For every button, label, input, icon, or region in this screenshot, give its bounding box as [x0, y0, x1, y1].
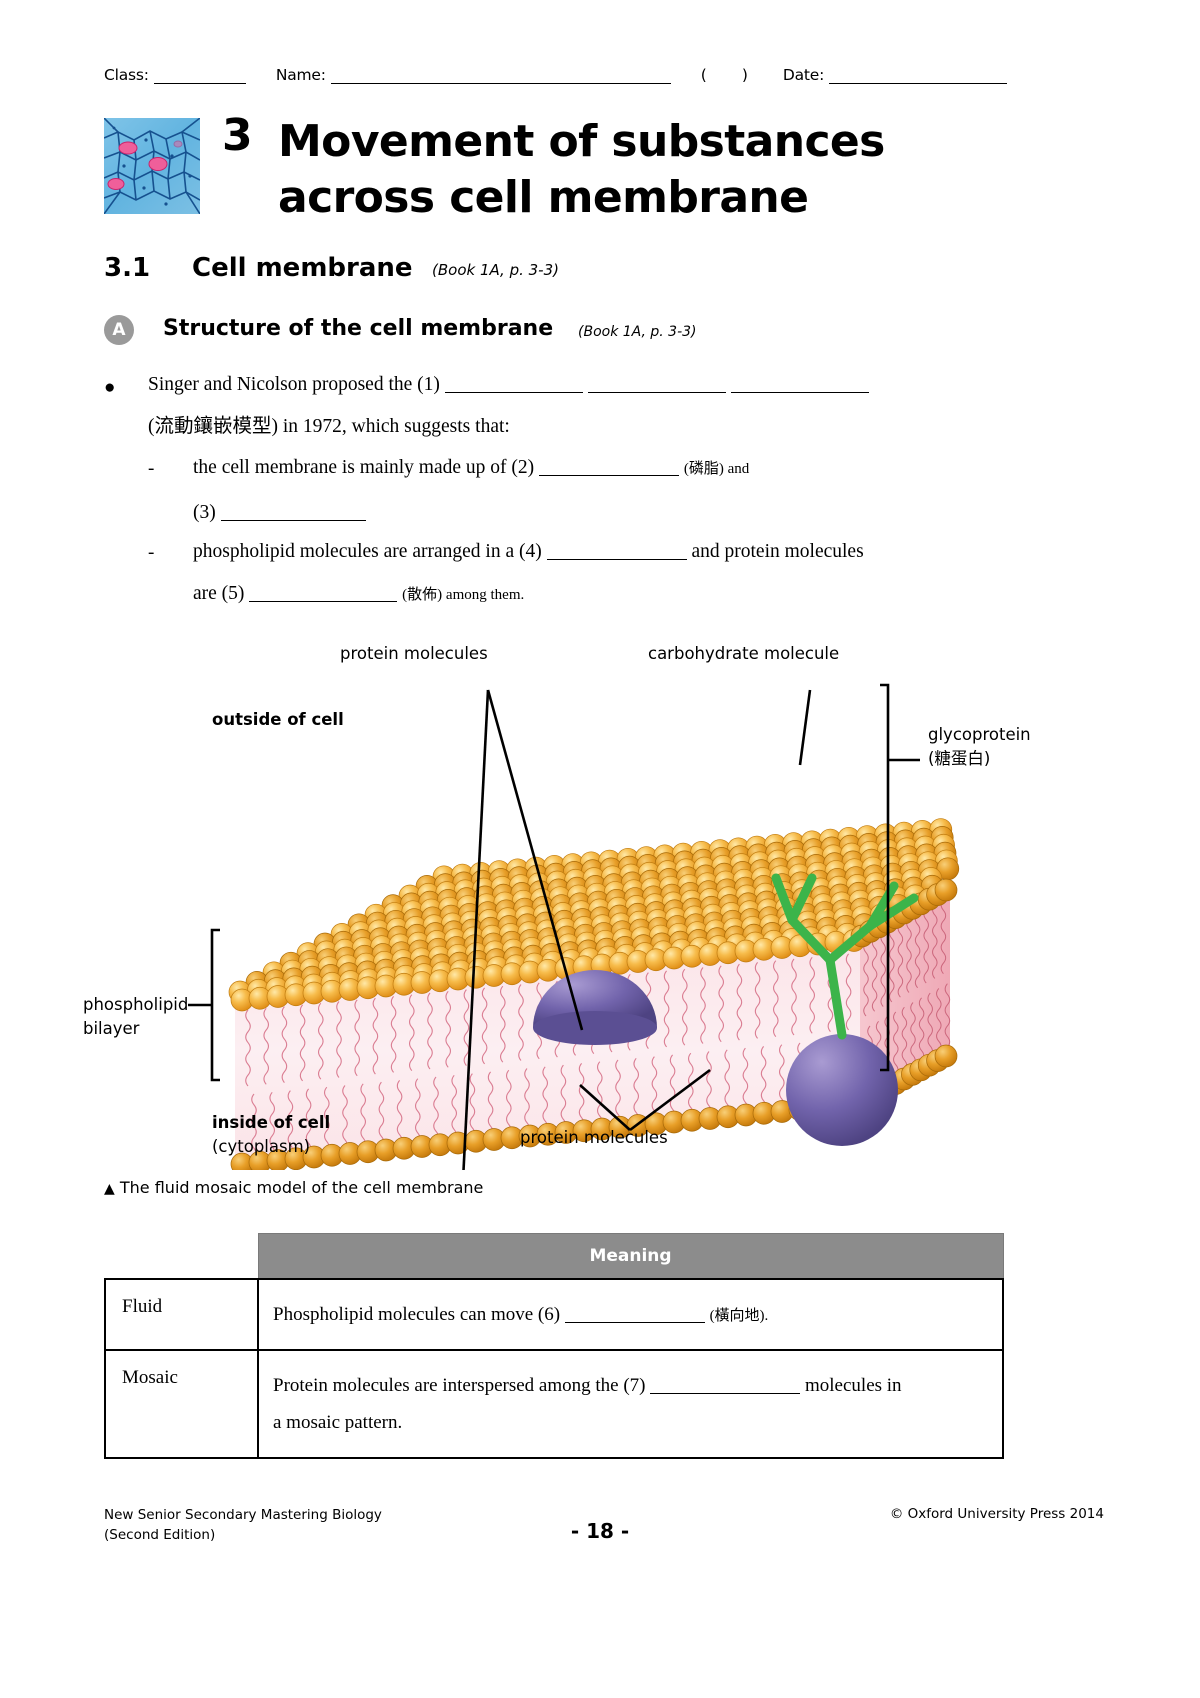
- table-value-fluid-cn: (橫向地).: [709, 1308, 769, 1324]
- statement-line-1-text: Singer and Nicolson proposed the (1): [148, 374, 440, 395]
- name-input-line[interactable]: [330, 70, 671, 84]
- figure-label-bilayer-line2: bilayer: [83, 1019, 140, 1038]
- class-number-paren-close: ): [741, 66, 748, 84]
- statement-line-3-cn: (磷脂) and: [683, 461, 750, 477]
- answer-blank-4[interactable]: [546, 544, 687, 560]
- footer-left: New Senior Secondary Mastering Biology (…: [104, 1506, 382, 1545]
- answer-blank-1a[interactable]: [444, 377, 583, 393]
- part-reference: (Book 1A, p. 3-3): [578, 324, 697, 340]
- sub-bullet-marker-2: -: [148, 542, 155, 563]
- table-header-row: Meaning: [105, 1233, 1004, 1280]
- date-label: Date:: [782, 66, 825, 84]
- answer-blank-2[interactable]: [539, 460, 680, 476]
- name-label: Name:: [275, 66, 326, 84]
- sub-bullet-marker-1: -: [148, 458, 155, 479]
- figure-label-outside: outside of cell: [212, 710, 344, 729]
- caption-triangle-icon: ▲: [104, 1181, 115, 1197]
- statement-line-4: (3): [193, 503, 366, 523]
- leader-lines: [188, 683, 920, 1201]
- footer-page-number: - 18 -: [570, 1519, 630, 1543]
- table-value-mosaic: Protein molecules are interspersed among…: [257, 1349, 1004, 1460]
- statement-line-3-text: the cell membrane is mainly made up of (…: [193, 457, 535, 478]
- table-row: Mosaic Protein molecules are intersperse…: [104, 1349, 1004, 1460]
- figure-label-glycoprotein-cn: (糖蛋白): [928, 749, 991, 768]
- class-number-paren-open: (: [700, 66, 707, 84]
- class-label: Class:: [104, 66, 149, 84]
- footer-left-line1: New Senior Secondary Mastering Biology: [104, 1507, 382, 1523]
- table-row: Fluid Phospholipid molecules can move (6…: [104, 1277, 1004, 1352]
- answer-blank-3[interactable]: [220, 505, 366, 521]
- chapter-title: Movement of substances across cell membr…: [278, 116, 885, 224]
- answer-blank-7[interactable]: [650, 1378, 801, 1395]
- statement-line-1: Singer and Nicolson proposed the (1): [148, 375, 869, 395]
- answer-blank-6[interactable]: [564, 1307, 705, 1323]
- figure-label-protein-bottom: protein molecules: [520, 1128, 668, 1147]
- figure-label-inside-cn: (cytoplasm): [212, 1137, 311, 1156]
- class-input-line[interactable]: [153, 70, 246, 84]
- statement-line-5: phospholipid molecules are arranged in a…: [193, 542, 864, 562]
- statement-line-4-text: (3): [193, 502, 216, 523]
- figure-caption: ▲ The fluid mosaic model of the cell mem…: [104, 1178, 483, 1197]
- table-value-mosaic-tail: molecules in: [805, 1375, 902, 1397]
- figure-label-bilayer-line1: phospholipid: [83, 995, 189, 1014]
- bullet-marker: ●: [104, 377, 116, 398]
- section-title: Cell membrane: [192, 253, 413, 283]
- table-key-fluid: Fluid: [104, 1277, 259, 1352]
- statement-line-5-text: phospholipid molecules are arranged in a…: [193, 541, 542, 562]
- table-value-mosaic-text: Protein molecules are interspersed among…: [273, 1375, 646, 1397]
- table-value-mosaic-line2: a mosaic pattern.: [273, 1412, 403, 1434]
- fluid-mosaic-model-figure: protein molecules carbohydrate molecule …: [70, 630, 1130, 1365]
- part-badge-a: A: [104, 315, 134, 345]
- meaning-table: Meaning Fluid Phospholipid molecules can…: [104, 1233, 1004, 1460]
- answer-blank-5[interactable]: [249, 586, 398, 602]
- statement-line-2: (流動鑲嵌模型) in 1972, which suggests that:: [148, 416, 510, 437]
- section-number: 3.1: [104, 253, 151, 283]
- table-header-blank: [105, 1234, 258, 1280]
- date-input-line[interactable]: [829, 70, 1008, 84]
- table-value-fluid: Phospholipid molecules can move (6) (橫向地…: [257, 1277, 1004, 1352]
- student-info-header: Class: Name: ( ) Date:: [104, 66, 1010, 84]
- figure-label-glycoprotein-en: glycoprotein: [928, 725, 1031, 744]
- table-value-fluid-text: Phospholipid molecules can move (6): [273, 1304, 561, 1325]
- footer-left-line2: (Second Edition): [104, 1526, 216, 1543]
- caption-text: The fluid mosaic model of the cell membr…: [119, 1178, 484, 1197]
- statement-line-6-cn: (散佈) among them.: [402, 587, 525, 603]
- answer-blank-1c[interactable]: [730, 377, 869, 393]
- figure-label-inside-en: inside of cell: [212, 1113, 331, 1132]
- statement-line-6: are (5) (散佈) among them.: [193, 584, 524, 604]
- protein-sphere-right: [786, 1034, 898, 1146]
- protein-dome-left: [533, 970, 657, 1045]
- figure-label-carbohydrate: carbohydrate molecule: [648, 644, 840, 663]
- footer-copyright: © Oxford University Press 2014: [889, 1506, 1104, 1522]
- answer-blank-1b[interactable]: [587, 377, 726, 393]
- cell-tissue-micrograph-icon: [104, 118, 200, 214]
- part-title: Structure of the cell membrane: [163, 316, 554, 341]
- statement-line-5-tail: and protein molecules: [691, 541, 864, 562]
- statement-line-6-text: are (5): [193, 583, 245, 604]
- table-key-mosaic: Mosaic: [104, 1349, 259, 1460]
- chapter-number: 3: [222, 110, 253, 161]
- statement-line-3: the cell membrane is mainly made up of (…: [193, 458, 749, 478]
- table-header-meaning: Meaning: [257, 1233, 1004, 1280]
- section-reference: (Book 1A, p. 3-3): [432, 261, 559, 279]
- figure-label-protein-top: protein molecules: [340, 644, 488, 663]
- carbohydrate-molecule-shape: [771, 873, 919, 1040]
